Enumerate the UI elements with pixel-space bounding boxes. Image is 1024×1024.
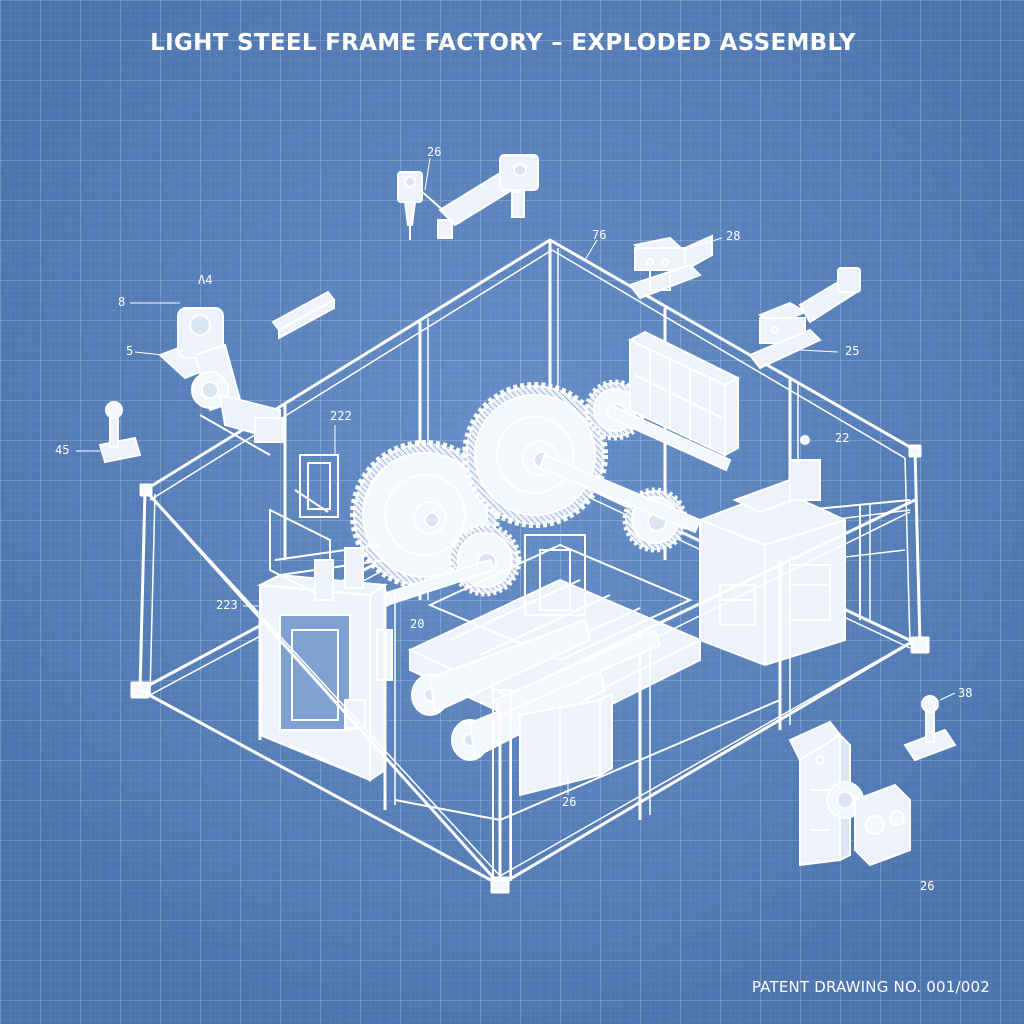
callout-label: 22 (835, 431, 849, 445)
left-robot-arm (158, 307, 284, 456)
gear-train (350, 379, 732, 608)
drive-shafts (378, 403, 732, 608)
callout-label: 28 (726, 229, 740, 243)
steel-frame-front (139, 488, 916, 894)
callout-label: 222 (330, 409, 352, 423)
callout-label: Λ4 (198, 273, 212, 287)
floor-stand-right (903, 695, 957, 762)
callout-label: 45 (55, 443, 69, 457)
patent-drawing-number: PATENT DRAWING NO. 001/002 (751, 978, 990, 996)
callout-label: 76 (592, 228, 606, 242)
callout-label: 20 (410, 617, 424, 631)
callout-label: 26 (920, 879, 934, 893)
small-gear-center (448, 523, 522, 597)
callout-label: 223 (216, 598, 238, 612)
callout-label: 25 (845, 344, 859, 358)
callout-label: 26 (427, 145, 441, 159)
callout-label: 26 (562, 795, 576, 809)
part-callouts: 26 76 28 Λ4 8 5 25 45 222 22 223 20 38 2… (55, 145, 972, 893)
rear-press-unit (627, 330, 741, 457)
top-robot-arm (397, 154, 539, 240)
callout-label: 5 (126, 344, 133, 358)
right-actuator (748, 267, 862, 370)
callout-label: 8 (118, 295, 125, 309)
front-control-box (519, 692, 613, 797)
right-machinery-block (699, 435, 846, 667)
floor-stand-left (98, 401, 142, 464)
large-gear-right (462, 382, 608, 528)
leader-lines (76, 157, 956, 795)
top-clamp-unit (628, 234, 713, 300)
motor-bracket (788, 720, 911, 867)
callout-label: 38 (958, 686, 972, 700)
loose-steel-bar (271, 290, 336, 340)
diagram-title: LIGHT STEEL FRAME FACTORY – EXPLODED ASS… (150, 30, 856, 56)
